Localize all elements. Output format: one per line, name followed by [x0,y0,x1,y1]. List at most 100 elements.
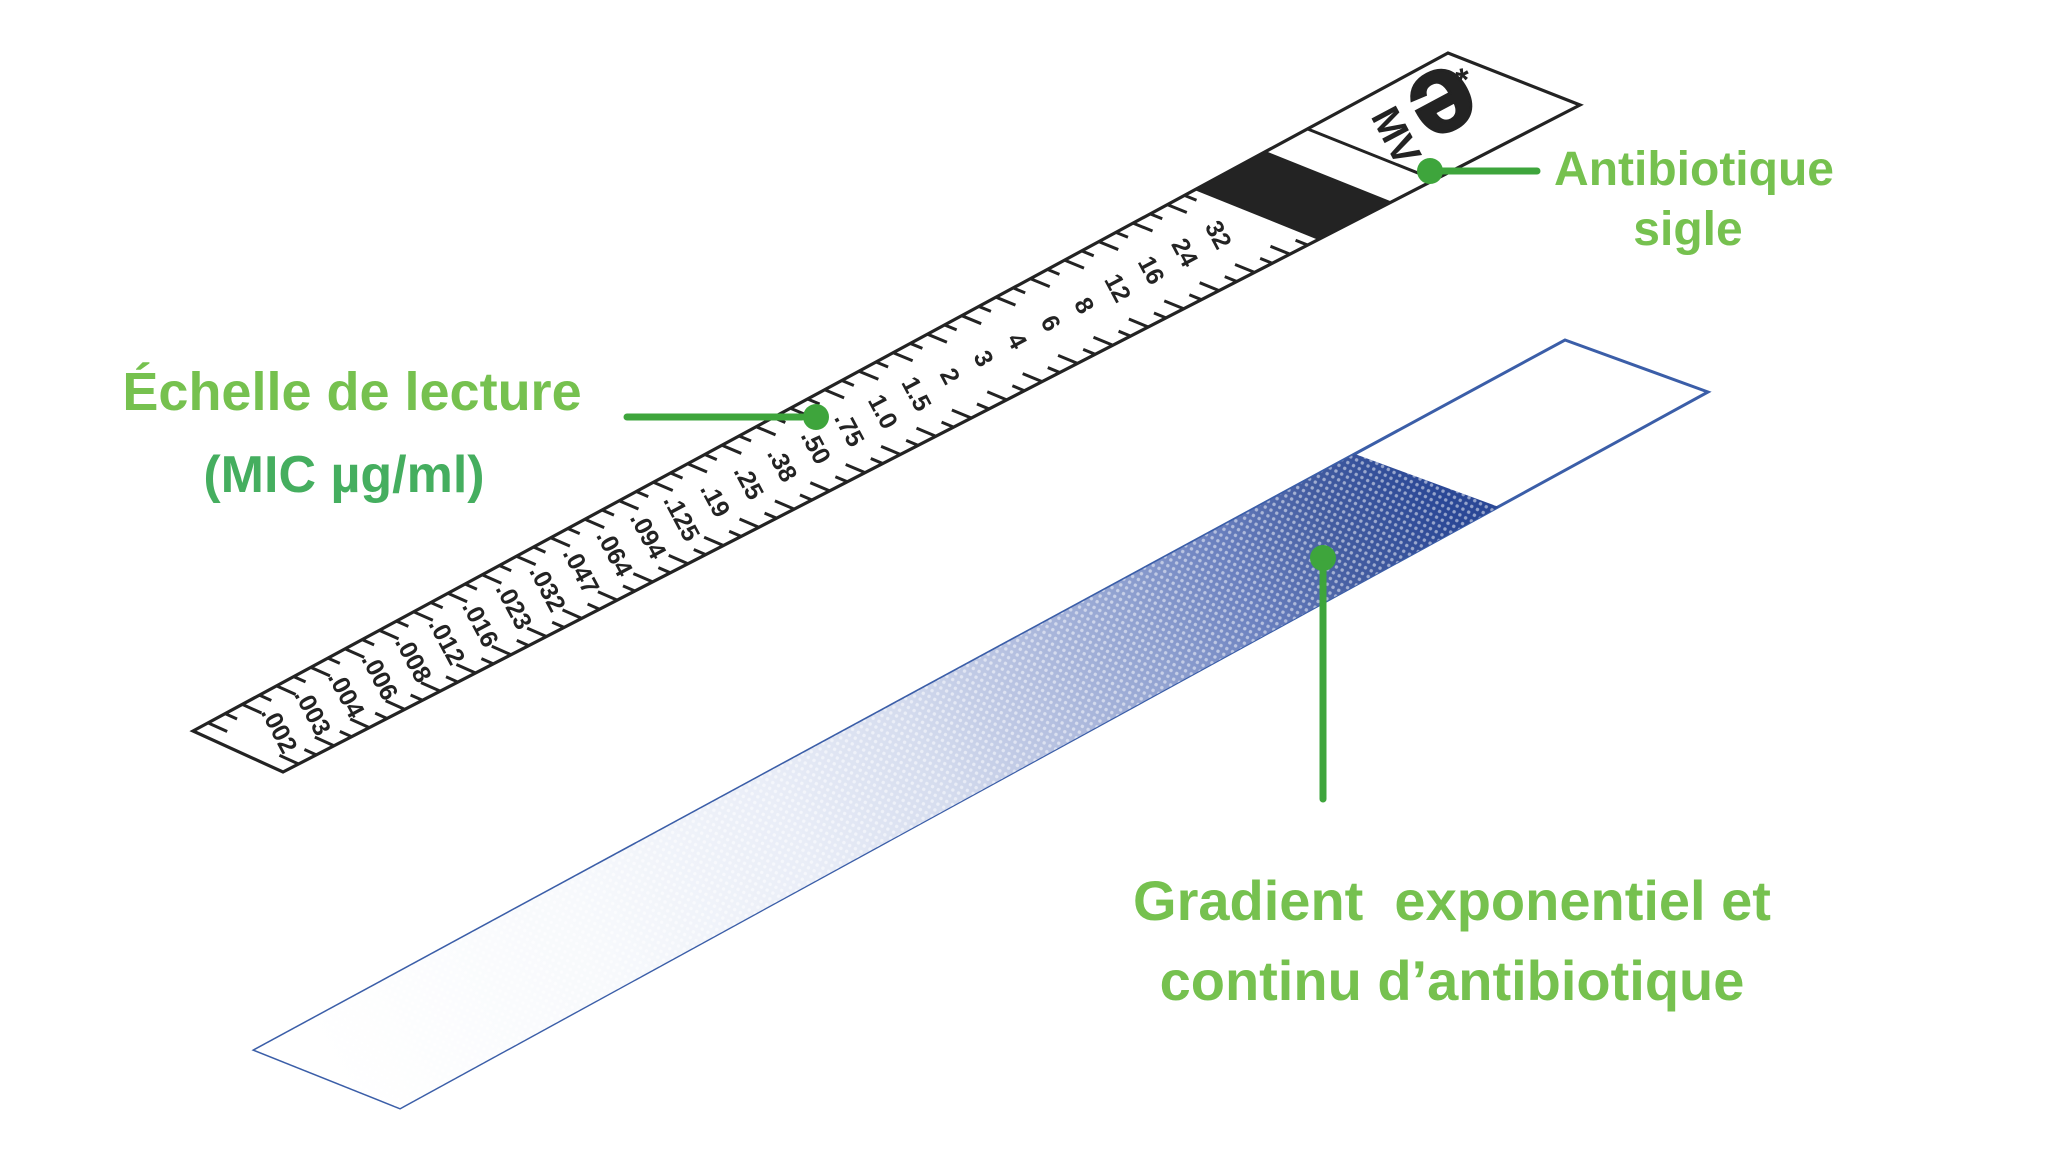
mic-tick [551,620,565,629]
mic-tick [1183,193,1198,202]
mic-tick [986,390,1008,402]
mic-tick [481,573,502,585]
mic-tick [635,490,649,499]
mic-tick [738,517,760,529]
mic-tick [361,638,375,647]
mic-tick [1166,203,1188,214]
mic-tick [926,332,948,344]
mic-tick [618,499,640,511]
mic-tick [961,314,982,326]
mic-tick [314,735,335,748]
gradient-label-line2: continu d’antibiotique [1160,949,1745,1012]
mic-tick [1081,249,1095,258]
mic-tick [1092,335,1114,347]
mic-tick [378,628,400,641]
mic-tick [940,420,955,429]
mic-tick [1098,240,1119,251]
mic-tick [1047,366,1061,374]
mic-tick [498,564,512,573]
mic-tick [395,619,409,628]
mic-tick [978,305,992,313]
mic-tick [905,438,919,447]
mic-tick [976,402,990,411]
mic-tick [1022,372,1043,384]
mic-tick [763,511,778,520]
mic-tick [344,647,365,659]
mic-tick [738,434,752,443]
mic-tick [303,748,317,757]
mic-tick [632,572,654,584]
mic-tick [455,663,477,675]
mic-tick [445,675,459,684]
pointer-dot [1417,158,1443,184]
mic-tick [1057,354,1079,365]
mic-tick [703,535,725,547]
mic-tick [310,665,331,678]
mic-tick [480,657,494,666]
mic-tick [275,684,297,696]
mic-tick [241,702,263,715]
mic-tick [858,369,879,381]
mic-tick [841,379,855,387]
mic-tick [669,471,684,480]
gradient-halftone-overlay [255,454,1499,1108]
mic-tick [995,295,1017,307]
mic-tick [875,360,889,369]
mic-tick [258,693,272,702]
mic-tick [704,453,718,461]
mic-tick [774,499,795,511]
mic-tick [601,508,615,517]
mic-tick [550,536,571,548]
mic-tick [652,480,674,492]
sigle-pointer [1417,158,1541,184]
mic-tick [845,463,866,475]
ruler-outline [189,51,1584,774]
mic-tick [339,729,353,739]
mic-tick [1029,277,1051,289]
mic-tick [880,444,902,456]
mic-tick [1128,317,1149,329]
mic-tick [1149,212,1163,221]
mic-tick [728,529,742,538]
mic-ruler-strip: .002.003.004.006.008.012.016.023.032.047… [189,37,1584,774]
mic-tick [1118,329,1132,338]
mic-tick [349,717,370,729]
mic-tick [944,323,958,332]
mic-tick [892,351,914,363]
mic-tick [1234,263,1256,274]
mic-tick [834,475,848,484]
mic-tick [278,753,300,766]
mic-tick [1012,286,1026,295]
pointer-dot [1310,545,1336,571]
mic-tick [327,656,341,665]
sigle-label-line1: Antibiotique [1554,143,1834,196]
mic-tick [657,566,671,575]
mic-tick [567,527,581,536]
mic-tick [584,517,605,529]
mic-tick [597,590,618,602]
mic-tick [491,644,512,657]
mic-tick [1063,258,1085,270]
mic-tick [909,342,923,350]
mic-tick [420,681,441,693]
scale-label-line1: Échelle de lecture [122,362,581,422]
mic-tick [1224,275,1238,283]
mic-tick [526,626,548,638]
mic-tick [1046,268,1061,276]
mic-tick [430,601,444,610]
mic-tick [915,426,937,438]
mic-tick [1011,384,1025,393]
mic-tick [622,584,636,593]
mic-tick [410,693,424,702]
calibration-bar [1194,151,1392,240]
mic-tick [799,493,813,502]
mic-tick [447,591,468,604]
mic-tick [516,639,530,648]
mic-tick [1115,231,1129,239]
mic-tick [1163,299,1185,311]
mic-tick [687,462,708,474]
scale-pointer [623,404,829,430]
mic-tick [207,721,228,733]
mic-tick [668,554,689,566]
